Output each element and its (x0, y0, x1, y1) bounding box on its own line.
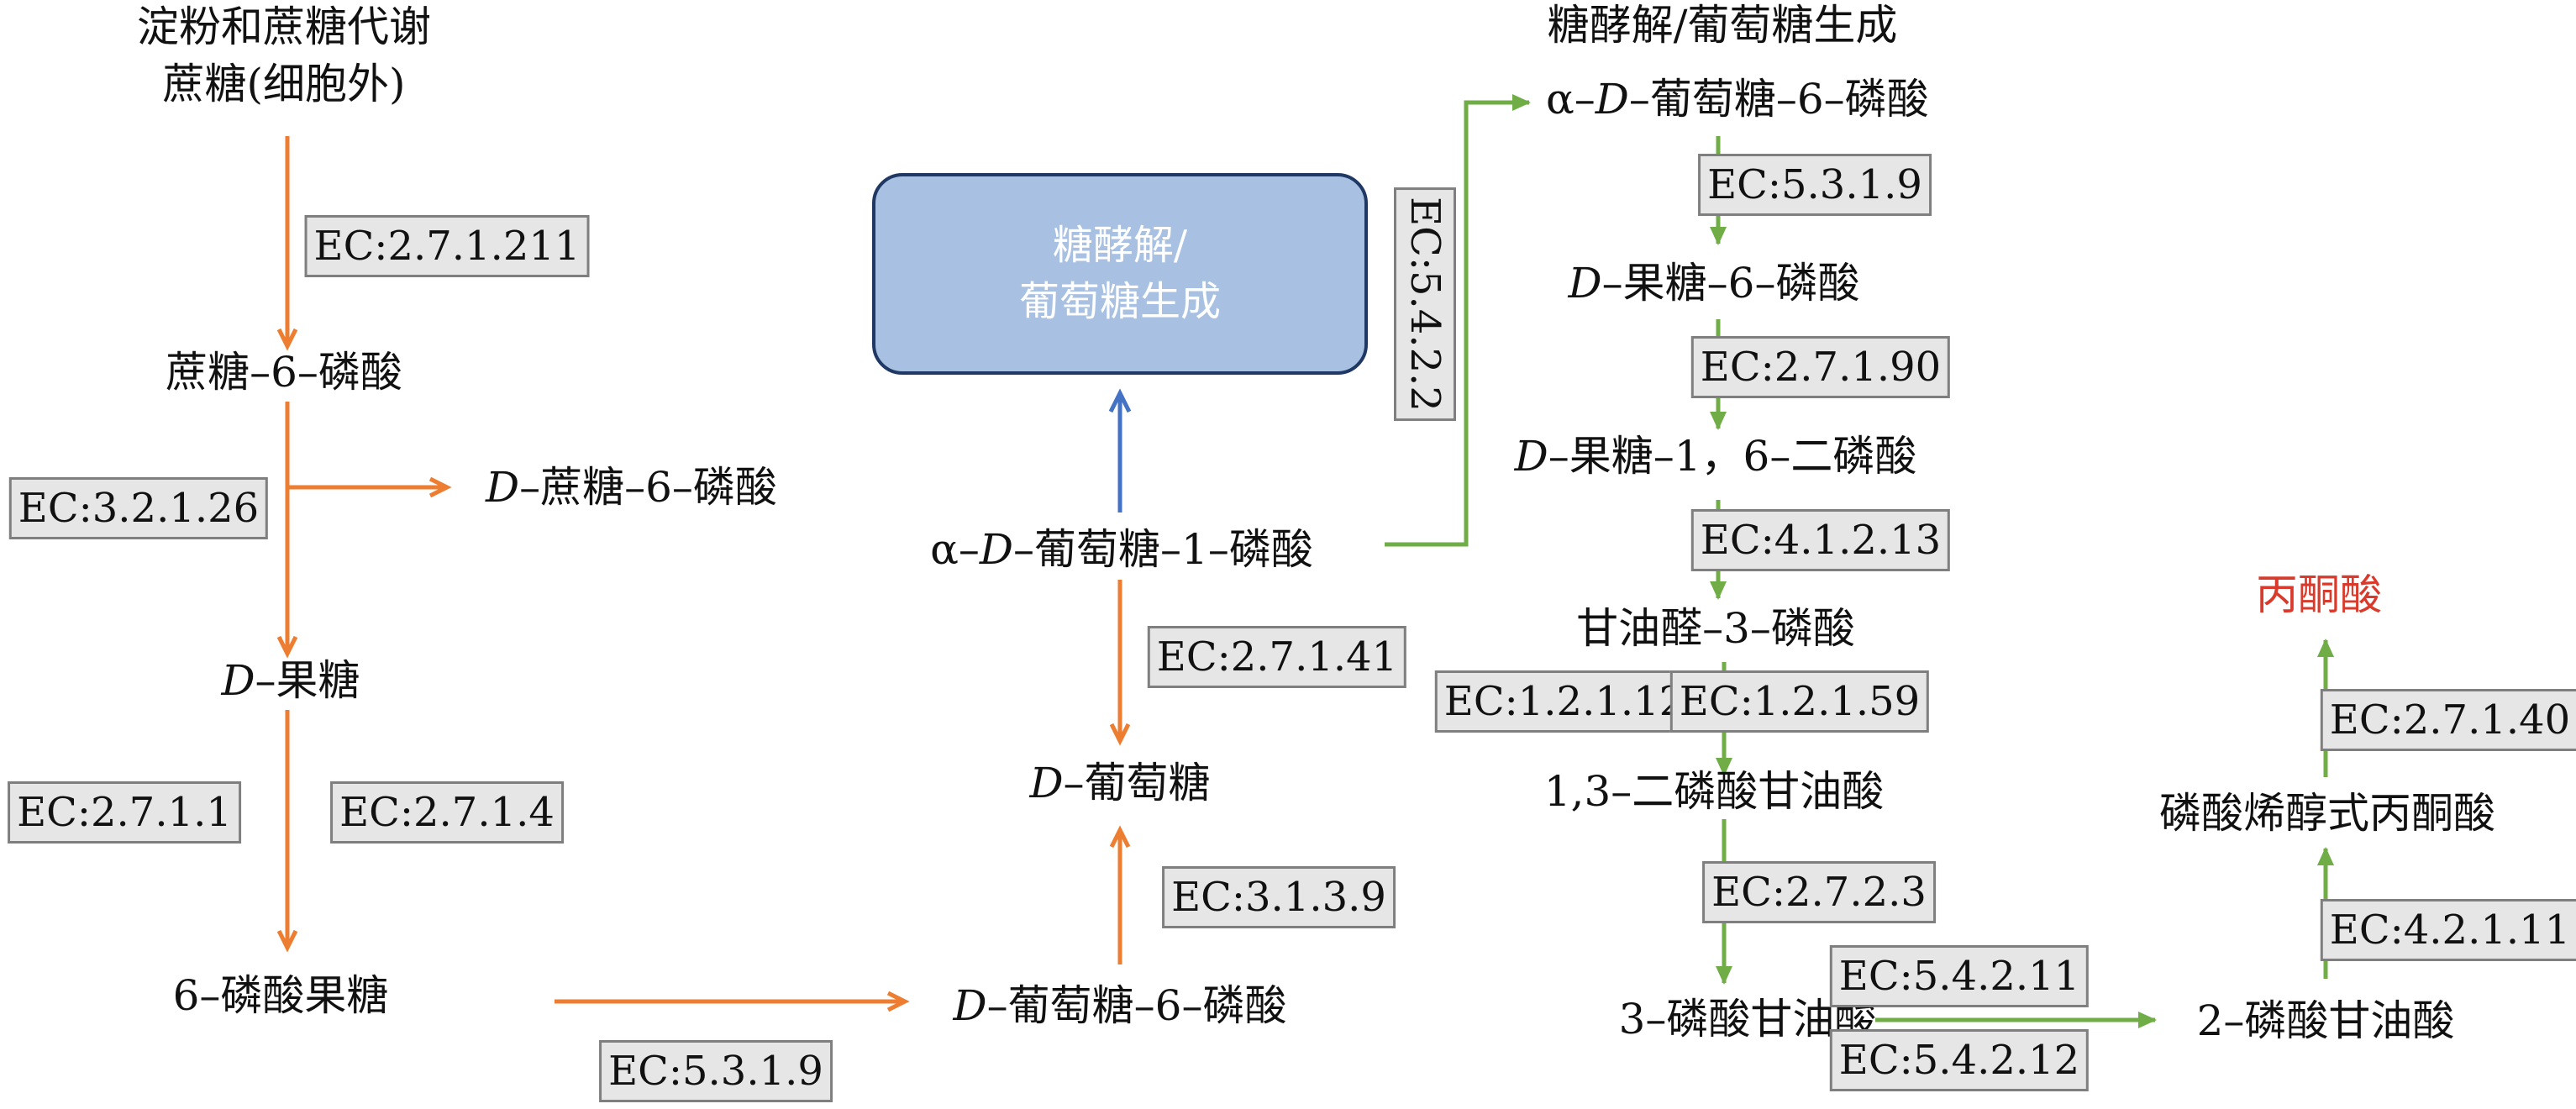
enzyme-ec-2-7-1-40: EC:2.7.1.40 (2320, 689, 2576, 751)
arrowhead (1716, 966, 1732, 985)
arrowhead (1710, 412, 1727, 430)
arrowhead (2317, 639, 2334, 657)
node-1-3-bisphosphoglycerate: 1,3–二磷酸甘油酸 (1543, 767, 1885, 816)
node-alpha-d-glucose-6-phosphate: α–D–葡萄糖–6–磷酸 (1546, 78, 1929, 120)
enzyme-ec-5-4-2-11: EC:5.4.2.11 (1829, 945, 2090, 1007)
italic-d: D (1029, 759, 1064, 807)
enzyme-ec-2-7-1-211: EC:2.7.1.211 (304, 215, 590, 277)
arrowhead (2317, 847, 2334, 865)
node-alpha-d-glucose-1-phosphate: α–D–葡萄糖–1–磷酸 (930, 528, 1313, 570)
enzyme-ec-2-7-2-3: EC:2.7.2.3 (1702, 861, 1936, 923)
arrowhead (276, 635, 298, 659)
node-text: –果糖–6–磷酸 (1601, 259, 1860, 307)
left-header-subtitle: 蔗糖(细胞外) (162, 60, 406, 108)
italic-d: D (1595, 75, 1629, 124)
node-text: –果糖–1，6–二磷酸 (1548, 432, 1917, 481)
arrowhead (1710, 227, 1727, 245)
blue-arrows (1108, 388, 1132, 512)
right-header-title: 糖酵解/葡萄糖生成 (1547, 1, 1898, 50)
glycolysis-box-line2: 葡萄糖生成 (1018, 278, 1221, 325)
enzyme-ec-3-1-3-9: EC:3.1.3.9 (1162, 866, 1396, 928)
arrowhead (276, 929, 298, 953)
enzyme-ec-2-7-1-4: EC:2.7.1.4 (330, 781, 564, 844)
arrowhead (1109, 825, 1131, 849)
italic-d: D (486, 463, 520, 512)
enzyme-ec-2-7-1-1: EC:2.7.1.1 (8, 781, 241, 844)
enzyme-ec-5-3-1-9-left: EC:5.3.1.9 (599, 1040, 833, 1102)
enzyme-ec-5-4-2-12: EC:5.4.2.12 (1829, 1029, 2090, 1091)
node-d-glucose-6-phosphate: D–葡萄糖–6–磷酸 (954, 985, 1287, 1027)
enzyme-ec-5-4-2-2: EC:5.4.2.2 (1394, 187, 1456, 421)
node-glyceraldehyde-3-phosphate: 甘油醛–3–磷酸 (1576, 604, 1855, 653)
orange-arrows (276, 136, 1131, 1012)
enzyme-ec-4-1-2-13: EC:4.1.2.13 (1690, 509, 1951, 571)
node-text: –蔗糖–6–磷酸 (519, 463, 777, 512)
arrowhead (2138, 1012, 2157, 1028)
enzyme-ec-1-2-1-12: EC:1.2.1.12 (1434, 670, 1695, 733)
node-text: –葡萄糖–1–磷酸 (1013, 525, 1313, 574)
node-d-glucose: D–葡萄糖 (1029, 762, 1210, 804)
node-text: α– (1546, 75, 1596, 124)
arrowhead (1716, 758, 1732, 776)
node-d-fructose: D–果糖 (221, 660, 360, 702)
arrowhead (1710, 581, 1727, 600)
glycolysis-box-line1: 糖酵解/ (1052, 221, 1188, 269)
arrowhead (1109, 723, 1131, 746)
enzyme-ec-2-7-1-41: EC:2.7.1.41 (1147, 626, 1407, 688)
node-text: –葡萄糖–6–磷酸 (986, 981, 1287, 1030)
arrowhead (276, 328, 298, 351)
node-phosphoenolpyruvate: 磷酸烯醇式丙酮酸 (2159, 789, 2495, 838)
arrowhead (1108, 388, 1132, 413)
arrowhead (428, 476, 452, 498)
italic-d: D (1568, 259, 1602, 307)
left-header-title: 淀粉和蔗糖代谢 (137, 3, 431, 51)
arrowhead (1512, 94, 1531, 111)
enzyme-ec-2-7-1-90: EC:2.7.1.90 (1690, 336, 1951, 398)
enzyme-ec-3-2-1-26: EC:3.2.1.26 (8, 477, 269, 539)
glycolysis-box: 糖酵解/ 葡萄糖生成 (872, 173, 1368, 375)
italic-d: D (221, 656, 255, 705)
italic-d: D (1514, 432, 1548, 481)
node-text: –葡萄糖 (1063, 759, 1211, 807)
node-2-phosphoglycerate: 2–磷酸甘油酸 (2196, 996, 2455, 1045)
node-pyruvate: 丙酮酸 (2256, 570, 2382, 619)
arrow-glucose1p-to-glucose6p (1385, 100, 1529, 547)
node-d-sucrose-6-phosphate: D–蔗糖–6–磷酸 (486, 466, 777, 508)
enzyme-ec-4-2-1-11: EC:4.2.1.11 (2320, 899, 2576, 961)
italic-d: D (979, 525, 1014, 574)
enzyme-ec-5-3-1-9-right: EC:5.3.1.9 (1698, 154, 1932, 216)
node-text: –葡萄糖–6–磷酸 (1628, 75, 1929, 124)
node-text: α– (930, 525, 980, 574)
node-d-fructose-1-6-bisphosphate: D–果糖–1，6–二磷酸 (1515, 435, 1917, 477)
node-d-fructose-6-phosphate: D–果糖–6–磷酸 (1569, 262, 1860, 304)
italic-d: D (953, 981, 987, 1030)
arrowhead (886, 991, 910, 1012)
node-sucrose-6-phosphate: 蔗糖–6–磷酸 (166, 348, 402, 397)
node-fructose-6-phosphate: 6–磷酸果糖 (172, 971, 389, 1020)
enzyme-ec-1-2-1-59: EC:1.2.1.59 (1669, 670, 1930, 733)
node-text: –果糖 (255, 656, 360, 705)
